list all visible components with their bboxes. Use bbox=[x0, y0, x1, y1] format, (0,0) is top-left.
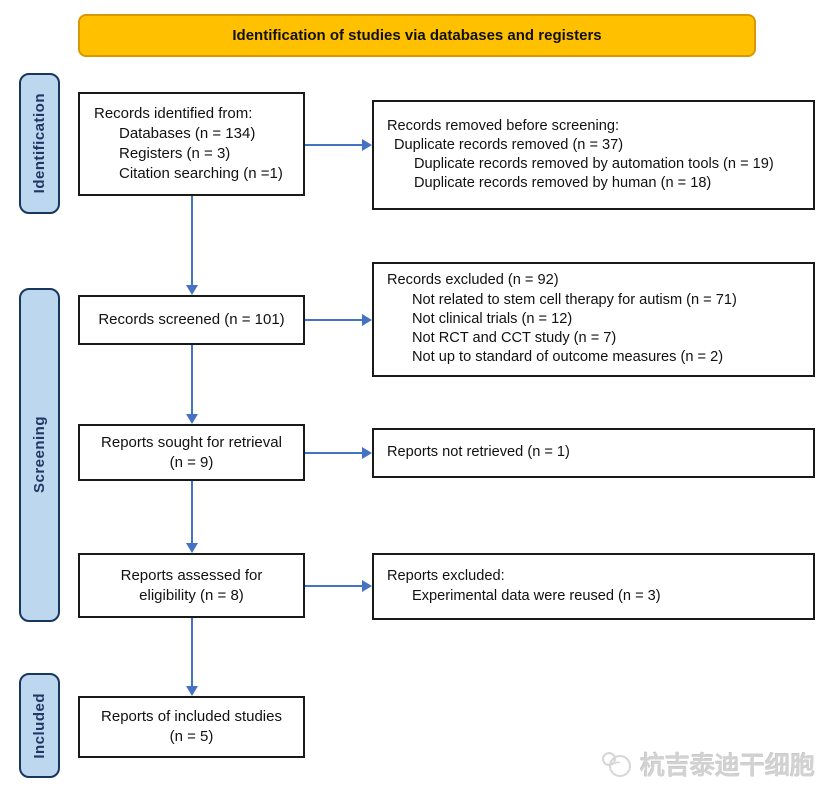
box-line: Not RCT and CCT study (n = 7) bbox=[412, 330, 617, 347]
box-line: Databases (n = 134) bbox=[119, 125, 256, 143]
box-reports-excluded: Reports excluded: Experimental data were … bbox=[372, 553, 815, 620]
box-line: (n = 9) bbox=[169, 453, 214, 471]
box-line: Not clinical trials (n = 12) bbox=[412, 310, 573, 327]
arrow-assessed-to-included bbox=[186, 618, 198, 696]
box-line: Registers (n = 3) bbox=[119, 145, 231, 162]
box-records-screened: Records screened (n = 101) bbox=[78, 295, 305, 345]
arrow-identified-to-removed bbox=[305, 139, 372, 151]
box-reports-not-retrieved: Reports not retrieved (n = 1) bbox=[372, 428, 815, 478]
box-line: Citation searching (n =1) bbox=[119, 164, 283, 182]
box-line: eligibility (n = 8) bbox=[139, 586, 244, 604]
box-line: Records screened (n = 101) bbox=[98, 311, 285, 329]
box-line: Records excluded (n = 92) bbox=[387, 272, 559, 289]
arrow-assessed-to-reports-excluded bbox=[305, 580, 372, 592]
watermark-text: 杭吉泰迪干细胞 bbox=[639, 752, 815, 780]
stage-identification-label: Identification bbox=[31, 93, 48, 194]
arrow-screened-to-sought bbox=[186, 345, 198, 424]
stage-included: Included bbox=[19, 673, 60, 778]
arrow-sought-to-not-retrieved bbox=[305, 447, 372, 459]
box-line: Records removed before screening: bbox=[387, 117, 619, 134]
stage-screening: Screening bbox=[19, 288, 60, 622]
box-line: Duplicate records removed (n = 37) bbox=[394, 136, 624, 153]
box-line: Duplicate records removed by human (n = … bbox=[414, 175, 712, 192]
box-line: Reports sought for retrieval bbox=[101, 433, 282, 451]
arrow-identified-to-screened bbox=[186, 196, 198, 295]
box-line: Records identified from: bbox=[94, 105, 253, 123]
stage-included-label: Included bbox=[31, 692, 48, 759]
box-line: Reports not retrieved (n = 1) bbox=[387, 444, 570, 461]
bear-logo-icon bbox=[601, 752, 631, 777]
box-line: Not related to stem cell therapy for aut… bbox=[412, 291, 737, 308]
box-line: Not up to standard of outcome measures (… bbox=[412, 349, 724, 366]
box-line: Reports assessed for bbox=[120, 566, 263, 584]
arrow-screened-to-excluded bbox=[305, 314, 372, 326]
stage-identification: Identification bbox=[19, 73, 60, 214]
banner-title: Identification of studies via databases … bbox=[232, 27, 602, 44]
box-included-studies: Reports of included studies (n = 5) bbox=[78, 696, 305, 758]
arrow-sought-to-assessed bbox=[186, 481, 198, 553]
watermark: 杭吉泰迪干细胞 bbox=[600, 746, 815, 782]
box-records-identified: Records identified from: Databases (n = 1… bbox=[78, 92, 305, 196]
banner: Identification of studies via databases … bbox=[78, 14, 756, 57]
box-line: Experimental data were reused (n = 3) bbox=[412, 587, 661, 604]
box-records-excluded: Records excluded (n = 92) Not related to … bbox=[372, 262, 815, 377]
box-line: (n = 5) bbox=[169, 728, 214, 745]
box-reports-assessed: Reports assessed for eligibility (n = 8) bbox=[78, 553, 305, 618]
box-line: Reports of included studies bbox=[101, 708, 282, 726]
box-line: Duplicate records removed by automation … bbox=[414, 156, 774, 172]
stage-screening-label: Screening bbox=[31, 416, 48, 494]
box-records-removed: Records removed before screening: Duplica… bbox=[372, 100, 815, 210]
box-reports-sought: Reports sought for retrieval (n = 9) bbox=[78, 424, 305, 481]
box-line: Reports excluded: bbox=[387, 568, 505, 585]
